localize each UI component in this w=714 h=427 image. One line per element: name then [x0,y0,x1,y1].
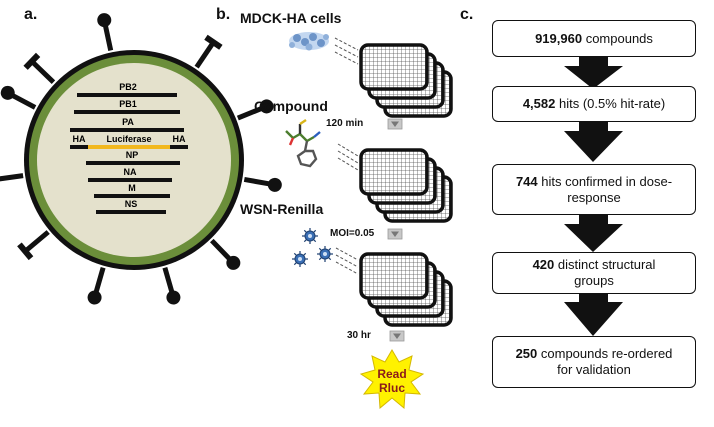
dispense-lines-compound [337,143,359,171]
step-label-virus: WSN-Renilla [240,201,324,217]
reporter-label-luciferase: Luciferase [106,134,151,144]
gene-label-m: M [128,183,136,193]
funnel-arrow-3 [564,214,623,252]
funnel-arrow-2 [564,121,623,162]
funnel-step-3: 744 hits confirmed in dose-response [492,164,696,215]
gene-label-ns: NS [125,199,138,209]
read-rluc-starburst: Read Rluc [359,349,425,410]
funnel-step-5-text: compounds re-ordered for validation [537,346,673,377]
time-label-120-min: 120 min [326,118,364,129]
gene-label-pb1: PB1 [119,99,137,109]
funnel-step-2-value: 4,582 [522,96,556,111]
panel-label-c: c. [460,6,474,23]
segment-bar-pb1 [74,110,180,114]
funnel-step-4-value: 420 [532,257,555,272]
reporter-label-ha-left: HA [73,134,86,144]
dispense-lines-cells [334,37,359,65]
gene-label-na: NA [124,167,137,177]
gene-label-np: NP [126,150,139,160]
gene-label-pb2: PB2 [119,82,137,92]
funnel-step-1: 919,960 compounds [492,20,696,57]
funnel-step-3-value: 744 [515,173,538,189]
funnel-step-1-text: compounds [582,30,653,46]
segment-bar-pb2 [77,93,177,97]
segment-bar-na [88,178,172,182]
funnel-arrow-4 [564,292,623,336]
funnel-step-5-value: 250 [515,346,538,361]
gene-label-pa: PA [122,117,134,127]
panel-label-b: b. [216,6,231,23]
segment-bar-ha-right [170,145,188,149]
step-label-compound: Compound [254,98,328,114]
segment-bar-m [94,194,170,198]
segment-bar-pa [70,128,184,132]
compound-molecule-icon [285,119,321,168]
funnel-step-1-value: 919,960 [535,30,583,46]
cell-cluster-icon [289,32,329,51]
funnel-step-3-text: hits confirmed in dose-response [537,173,673,205]
reporter-label-ha-right: HA [173,134,186,144]
segment-bar-ns [96,210,166,214]
time-label-30-hr: 30 hr [347,330,371,341]
readout-line-1: Read [377,367,406,381]
time-label-moi: MOI=0.05 [330,228,375,239]
readout-line-2: Rluc [379,381,405,395]
funnel-step-2-text: hits (0.5% hit-rate) [555,96,666,111]
dispense-lines-virus [335,247,359,275]
segment-bar-reporter [70,145,188,149]
funnel-step-5: 250 compounds re-ordered for validation [492,336,696,388]
funnel-step-2: 4,582 hits (0.5% hit-rate) [492,86,696,122]
funnel-arrow-1 [564,56,623,89]
funnel-step-4: 420 distinct structural groups [492,252,696,294]
segment-bar-np [86,161,180,165]
step-label-cells: MDCK-HA cells [240,10,342,26]
segment-bar-ha-left [70,145,88,149]
funnel-step-4-text: distinct structural groups [554,257,656,288]
panel-label-a: a. [24,6,38,23]
